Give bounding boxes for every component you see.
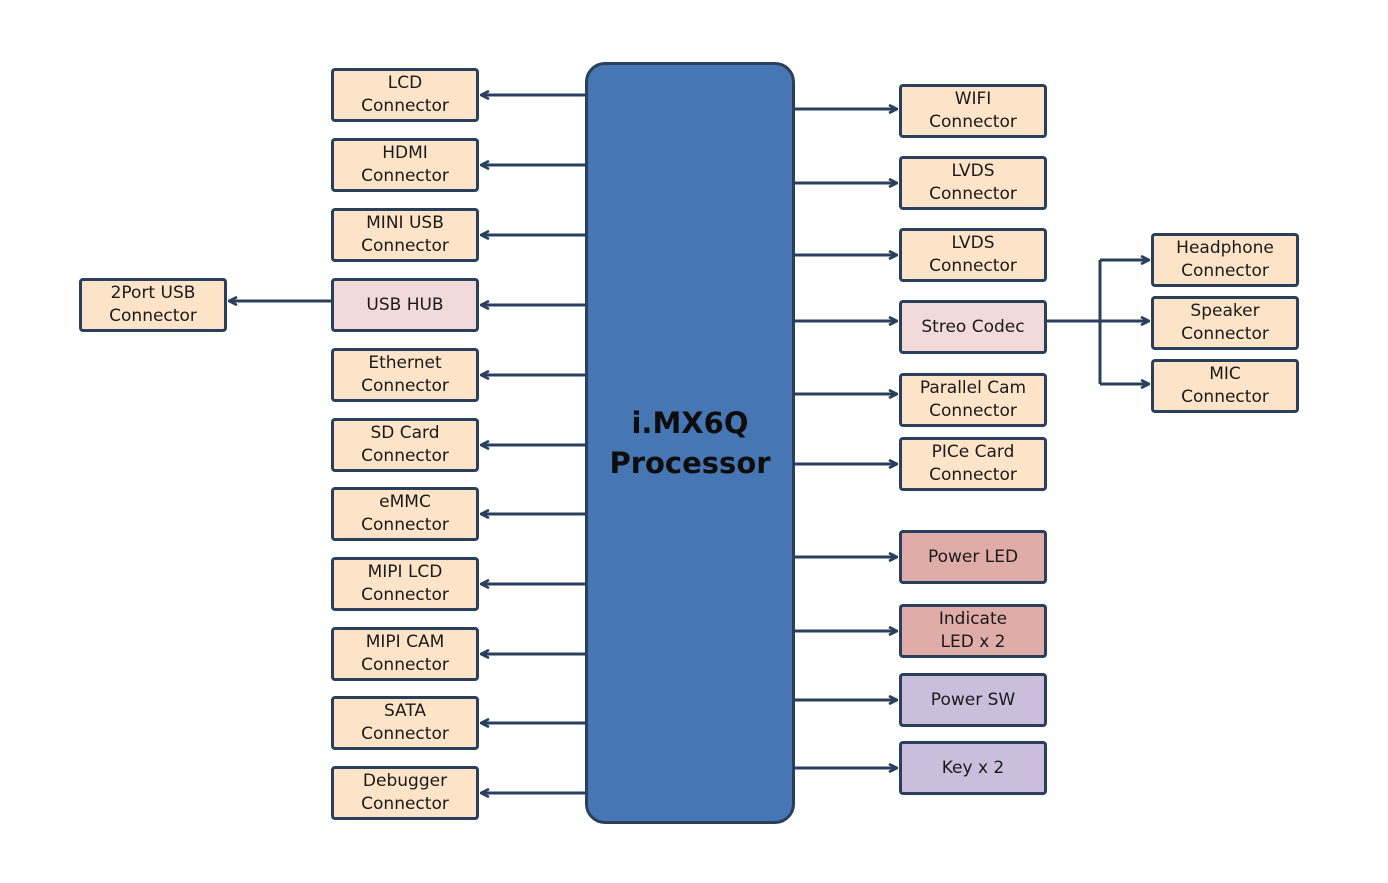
debugger-connector-block: Debugger Connector [331,766,479,820]
block-label-line2: Connector [109,306,197,326]
block-label-line1: Key x 2 [941,757,1005,778]
mic-connector-block: MIC Connector [1151,359,1299,413]
block-label-line1: Power SW [930,689,1016,710]
block-label-line2: Connector [361,446,449,466]
block-label-line1: LVDS [951,161,995,181]
processor-label-line2: Processor [609,446,771,480]
mipi-lcd-connector-block: MIPI LCD Connector [331,557,479,611]
2port-usb-connector-block: 2Port USB Connector [79,278,227,332]
sd-card-connector-block: SD Card Connector [331,418,479,472]
block-label-line1: MINI USB [366,213,444,233]
ethernet-connector-block: Ethernet Connector [331,348,479,402]
block-label-line1: Parallel Cam [919,378,1027,398]
block-label-line1: Ethernet [368,353,442,373]
power-sw-block: Power SW [899,673,1047,727]
block-label-line1: LCD [387,73,423,93]
block-label-line1: MIPI LCD [367,562,443,582]
block-label-line2: Connector [361,376,449,396]
block-label-line2: Connector [361,96,449,116]
lvds-connector-block-1: LVDS Connector [899,156,1047,210]
block-label-line2: Connector [929,184,1017,204]
stereo-codec-block: Streo Codec [899,300,1047,354]
block-label-line2: Connector [361,585,449,605]
block-label-line2: Connector [1181,324,1269,344]
block-label-line2: Connector [929,465,1017,485]
block-label-line1: Speaker [1190,301,1260,321]
block-label-line2: Connector [361,655,449,675]
usb-hub-block: USB HUB [331,278,479,332]
block-label-line1: Power LED [927,546,1019,567]
block-label-line1: SATA [383,701,427,721]
block-label-line1: MIPI CAM [365,632,445,652]
sata-connector-block: SATA Connector [331,696,479,750]
parallel-cam-connector-block: Parallel Cam Connector [899,373,1047,427]
block-label-line1: LVDS [951,233,995,253]
block-label-line1: Streo Codec [921,316,1025,337]
key-block: Key x 2 [899,741,1047,795]
imx6q-processor-block: i.MX6Q Processor [585,62,795,824]
power-led-block: Power LED [899,530,1047,584]
mini-usb-connector-block: MINI USB Connector [331,208,479,262]
block-label-line2: Connector [929,112,1017,132]
emmc-connector-block: eMMC Connector [331,487,479,541]
lvds-connector-block-2: LVDS Connector [899,228,1047,282]
speaker-connector-block: Speaker Connector [1151,296,1299,350]
block-label-line1: 2Port USB [110,283,196,303]
wifi-connector-block: WIFI Connector [899,84,1047,138]
hdmi-connector-block: HDMI Connector [331,138,479,192]
block-label-line1: HDMI [382,143,428,163]
processor-label-line1: i.MX6Q [631,406,749,440]
block-label-line2: LED x 2 [940,632,1006,652]
pice-card-connector-block: PICe Card Connector [899,437,1047,491]
block-label-line2: Connector [929,401,1017,421]
block-label-line2: Connector [361,166,449,186]
block-label-line1: Headphone [1176,238,1274,258]
mipi-cam-connector-block: MIPI CAM Connector [331,627,479,681]
block-label-line1: USB HUB [366,294,444,315]
block-label-line1: WIFI [954,89,992,109]
block-label-line1: Indicate [938,609,1008,629]
block-label-line1: eMMC [379,492,431,512]
indicate-led-block: Indicate LED x 2 [899,604,1047,658]
block-label-line2: Connector [1181,261,1269,281]
block-label-line2: Connector [1181,387,1269,407]
block-label-line2: Connector [361,724,449,744]
block-label-line2: Connector [929,256,1017,276]
block-label-line2: Connector [361,515,449,535]
headphone-connector-block: Headphone Connector [1151,233,1299,287]
block-label-line1: PICe Card [931,442,1015,462]
block-label-line2: Connector [361,794,449,814]
block-label-line1: MIC [1209,364,1241,384]
block-label-line2: Connector [361,236,449,256]
block-label-line1: Debugger [362,771,448,791]
lcd-connector-block: LCD Connector [331,68,479,122]
block-label-line1: SD Card [370,423,440,443]
